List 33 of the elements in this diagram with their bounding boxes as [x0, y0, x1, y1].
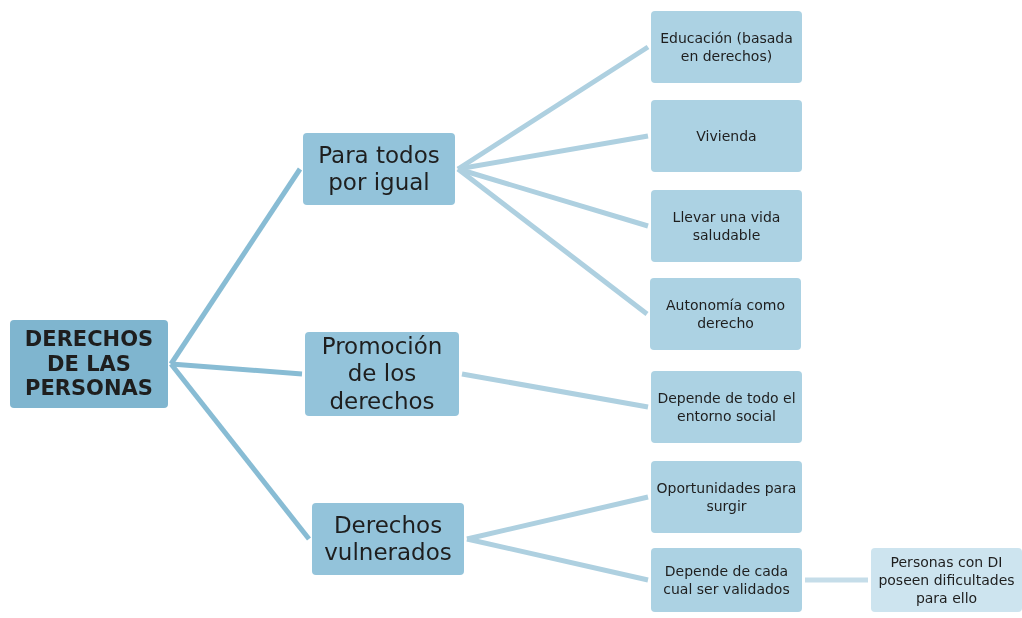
subtopic-box — [651, 190, 802, 262]
connector-line — [457, 166, 649, 229]
node-label: Derechos vulnerados — [323, 511, 453, 567]
connector-line — [466, 536, 649, 583]
subtopic-box — [651, 371, 802, 443]
connector-line — [461, 371, 649, 410]
connector-line — [456, 167, 649, 316]
subtopic-box — [651, 548, 802, 612]
node-label: Promoción de los derechos — [320, 333, 444, 415]
topic-box — [305, 332, 459, 416]
subtopic-box — [651, 11, 802, 83]
node-label: DERECHOS DE LAS PERSONAS — [23, 326, 155, 402]
topic-box — [312, 503, 464, 575]
connector-line — [168, 167, 303, 366]
connector-line — [169, 362, 311, 541]
subtopic-box — [651, 461, 802, 533]
node-label: Oportunidades para surgir — [655, 478, 798, 516]
node-label: Personas con DI poseen dificultades para ello — [877, 552, 1016, 608]
node-label: Autonomía como derecho — [665, 295, 786, 333]
subtopic-box — [651, 100, 802, 172]
topic-box — [303, 133, 455, 205]
node-label: Para todos por igual — [317, 141, 441, 197]
connector-line — [805, 577, 868, 583]
node-label: Llevar una vida saludable — [671, 207, 782, 245]
node-label: Educación (basada en derechos) — [659, 28, 794, 66]
node-label: Depende de todo el entorno social — [656, 388, 797, 426]
detail-box — [871, 548, 1022, 612]
connector-line — [457, 133, 649, 172]
connector-line — [466, 494, 649, 542]
node-label: Vivienda — [696, 126, 757, 146]
root-box — [10, 320, 168, 408]
subtopic-box — [650, 278, 801, 350]
node-label: Depende de cada cual ser validados — [662, 561, 791, 599]
